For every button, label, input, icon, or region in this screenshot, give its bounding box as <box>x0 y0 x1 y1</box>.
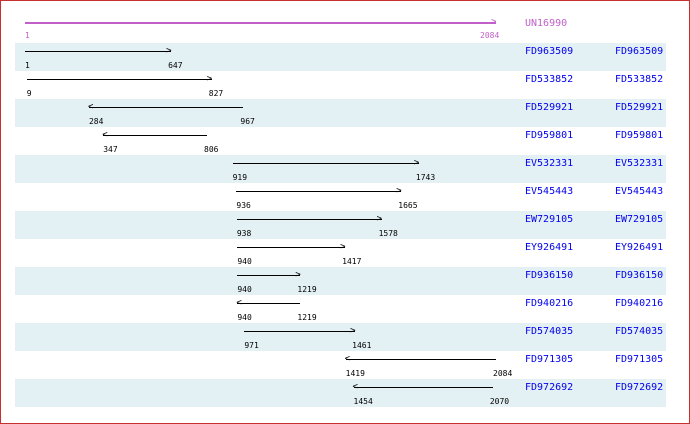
hit-row: >971 1461 FD574035 FD574035 <box>15 323 666 351</box>
arrow-right-icon: > <box>350 326 356 336</box>
arrow-right-icon: > <box>396 186 402 196</box>
arrow-right-icon: > <box>376 214 382 224</box>
hit-row: >919 1743 EV532331 EV532331 <box>15 155 666 183</box>
hit-accession-link[interactable]: FD533852 <box>525 74 574 85</box>
hit-detail-link[interactable]: FD529921 <box>615 102 664 113</box>
hit-row: >940 1417 EY926491 EY926491 <box>15 239 666 267</box>
arrow-right-icon: > <box>491 17 497 27</box>
end-position: 1578 <box>378 229 398 238</box>
start-position: 936 <box>236 201 251 210</box>
hit-row: >1 647 FD963509 FD963509 <box>15 43 666 71</box>
start-position: 1 <box>25 61 30 70</box>
end-position: 647 <box>168 61 183 70</box>
end-position: 1461 <box>352 341 372 350</box>
hit-row: <1419 2084 FD971305 FD971305 <box>15 351 666 379</box>
arrow-left-icon: < <box>352 382 358 392</box>
arrow-left-icon: < <box>87 102 94 112</box>
hit-detail-link[interactable]: EW729105 <box>615 214 664 225</box>
arrow-left-icon: < <box>102 130 108 140</box>
hit-row: <940 1219 FD940216 FD940216 <box>15 295 666 323</box>
arrow-right-icon: > <box>295 270 301 280</box>
arrow-line <box>103 135 208 136</box>
arrow-line <box>232 163 419 164</box>
start-position: 284 <box>88 117 104 126</box>
arrow-line <box>26 79 212 80</box>
end-position: 2084 <box>493 369 513 378</box>
hit-accession-link[interactable]: EV532331 <box>525 158 574 169</box>
arrow-line <box>345 359 496 360</box>
hit-accession-link[interactable]: EY926491 <box>525 242 574 253</box>
hit-accession-link[interactable]: FD971305 <box>525 354 574 365</box>
hit-accession-link[interactable]: FD963509 <box>525 46 574 57</box>
hit-row: >940 1219 FD936150 FD936150 <box>15 267 666 295</box>
arrow-line <box>25 51 172 52</box>
arrow-line <box>88 107 244 108</box>
hit-accession-link[interactable]: EV545443 <box>525 186 574 197</box>
hit-accession-link[interactable]: FD936150 <box>525 270 574 281</box>
arrow-line <box>353 387 493 388</box>
start-position: 938 <box>236 229 252 238</box>
end-position: 2070 <box>489 397 510 406</box>
hit-accession-link[interactable]: FD940216 <box>525 298 574 309</box>
end-position: 967 <box>240 117 255 126</box>
hit-accession-link[interactable]: FD574035 <box>525 326 574 337</box>
hit-row: <347 806 FD959801 FD959801 <box>15 127 666 155</box>
start-position: 940 <box>237 313 252 322</box>
end-position: 1417 <box>342 257 362 266</box>
hit-detail-link[interactable]: EV532331 <box>615 158 664 169</box>
end-position: 1219 <box>297 285 317 294</box>
arrow-line <box>237 275 301 276</box>
end-position: 1743 <box>415 173 436 182</box>
arrow-line <box>236 219 382 220</box>
hit-row: <284 967 FD529921 FD529921 <box>15 99 666 127</box>
hit-detail-link[interactable]: FD963509 <box>615 46 664 57</box>
hit-detail-link[interactable]: FD972692 <box>615 382 664 393</box>
hit-row: >936 1665 EV545443 EV545443 <box>15 183 666 211</box>
arrow-line <box>244 331 356 332</box>
hit-detail-link[interactable]: EY926491 <box>615 242 664 253</box>
arrow-right-icon: > <box>166 46 172 56</box>
arrow-line <box>237 303 301 304</box>
hit-detail-link[interactable]: EV545443 <box>615 186 664 197</box>
query-row: >1 2084 UN16990 <box>15 15 666 43</box>
start-position: 940 <box>237 285 252 294</box>
hit-row: >9 827 FD533852 FD533852 <box>15 71 666 99</box>
arrow-line <box>25 22 496 24</box>
start-position: 1419 <box>345 369 365 378</box>
arrow-line <box>236 191 402 192</box>
query-name: UN16990 <box>525 18 568 29</box>
start-position: 940 <box>237 257 252 266</box>
end-position: 806 <box>204 145 219 154</box>
hit-detail-link[interactable]: FD959801 <box>615 130 664 141</box>
start-position: 919 <box>232 173 248 182</box>
start-position: 9 <box>26 89 32 98</box>
end-position: 1665 <box>398 201 418 210</box>
hit-accession-link[interactable]: FD972692 <box>525 382 574 393</box>
hit-accession-link[interactable]: FD959801 <box>525 130 574 141</box>
arrow-right-icon: > <box>340 242 346 252</box>
end-position: 1219 <box>297 313 317 322</box>
hit-detail-link[interactable]: FD940216 <box>615 298 664 309</box>
hit-row: >938 1578 EW729105 EW729105 <box>15 211 666 239</box>
start-position: 1454 <box>353 397 373 406</box>
hit-accession-link[interactable]: FD529921 <box>525 102 574 113</box>
arrow-left-icon: < <box>344 354 351 364</box>
start-position: 347 <box>103 145 118 154</box>
arrow-right-icon: > <box>413 158 420 168</box>
hit-detail-link[interactable]: FD936150 <box>615 270 664 281</box>
end-position: 827 <box>208 89 224 98</box>
arrow-left-icon: < <box>236 298 242 308</box>
hit-detail-link[interactable]: FD971305 <box>615 354 664 365</box>
start-position: 1 <box>25 31 30 40</box>
start-position: 971 <box>244 341 259 350</box>
hit-row: <1454 2070 FD972692 FD972692 <box>15 379 666 407</box>
hit-accession-link[interactable]: EW729105 <box>525 214 574 225</box>
end-position: 2084 <box>480 31 500 40</box>
hit-detail-link[interactable]: FD533852 <box>615 74 664 85</box>
arrow-line <box>237 247 346 248</box>
arrow-right-icon: > <box>206 74 213 84</box>
hit-detail-link[interactable]: FD574035 <box>615 326 664 337</box>
